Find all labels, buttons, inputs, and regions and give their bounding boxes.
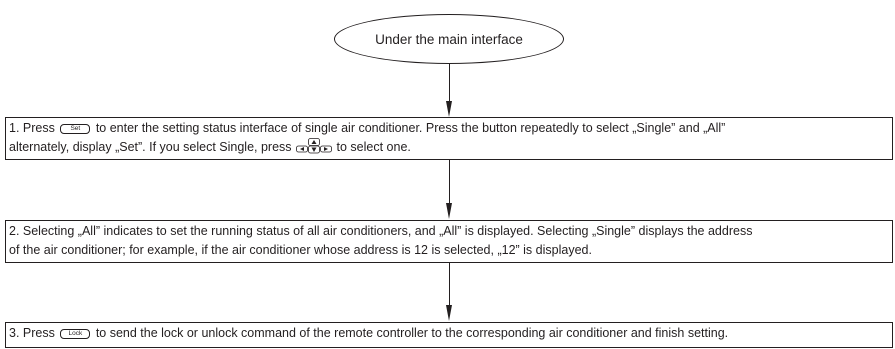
set-key-icon: Set xyxy=(60,124,91,134)
step-1-text: alternately, display „Set”. If you selec… xyxy=(9,140,292,154)
step-1-text: to select one. xyxy=(336,140,411,154)
start-terminal: Under the main interface xyxy=(334,14,564,64)
flow-arrow xyxy=(446,263,452,322)
step-1-line-1: 1. Press Set to enter the setting status… xyxy=(9,119,889,138)
start-label: Under the main interface xyxy=(375,31,523,47)
lock-key-label: Lock xyxy=(68,330,83,337)
arrowhead-icon xyxy=(446,101,452,117)
step-3-box: 3. Press Lock to send the lock or unlock… xyxy=(5,322,893,348)
flow-arrow xyxy=(446,160,452,220)
step-3-line-1: 3. Press Lock to send the lock or unlock… xyxy=(9,324,889,343)
step-2-line-1: 2. Selecting „All” indicates to set the … xyxy=(9,224,753,238)
arrowhead-icon xyxy=(446,305,452,321)
step-3-text: 3. Press xyxy=(9,326,55,340)
step-1-text: 1. Press xyxy=(9,121,55,135)
step-2-line-2: of the air conditioner; for example, if … xyxy=(9,243,592,257)
flow-arrow xyxy=(446,64,452,117)
step-3-text: to send the lock or unlock command of th… xyxy=(95,326,729,340)
set-key-label: Set xyxy=(70,125,81,132)
step-1-text: to enter the setting status interface of… xyxy=(95,121,726,135)
direction-keys-icon xyxy=(296,138,332,154)
arrowhead-icon xyxy=(446,203,452,219)
step-1-box: 1. Press Set to enter the setting status… xyxy=(5,117,893,160)
lock-key-icon: Lock xyxy=(60,329,91,339)
step-2-box: 2. Selecting „All” indicates to set the … xyxy=(5,220,893,263)
step-1-line-2: alternately, display „Set”. If you selec… xyxy=(9,138,889,157)
